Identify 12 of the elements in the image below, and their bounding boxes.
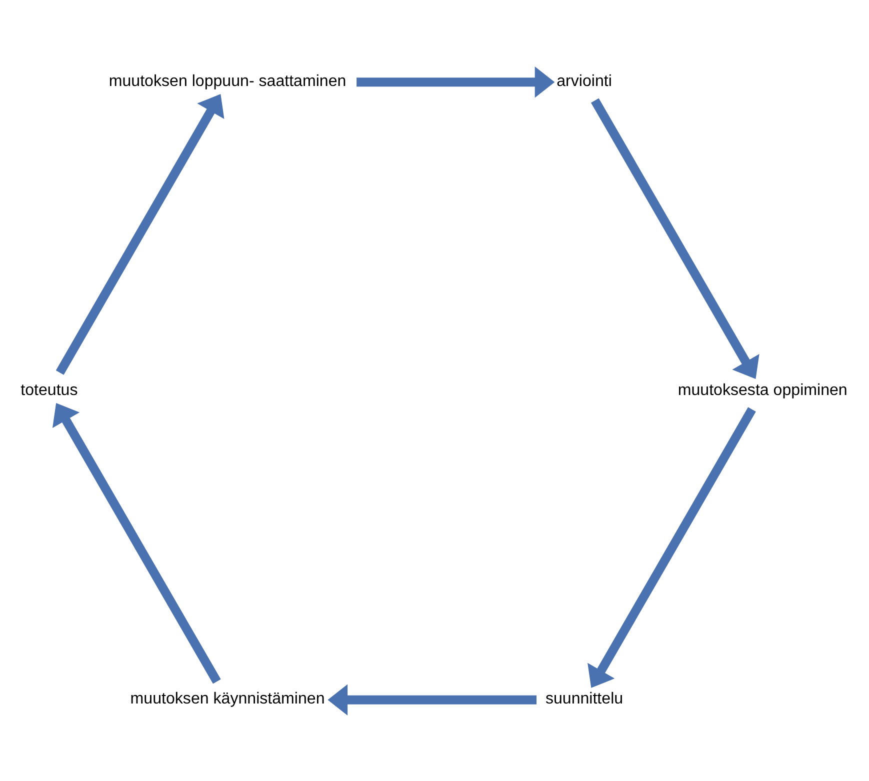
node-text: muutoksen käynnistäminen xyxy=(130,689,325,708)
arrow xyxy=(328,684,537,716)
node-text: muutoksen loppuun- saattaminen xyxy=(108,71,346,90)
node-text: arviointi xyxy=(556,71,612,90)
node-text: muutoksesta oppiminen xyxy=(678,380,848,398)
node-text: suunnittelu xyxy=(545,689,624,708)
arrow xyxy=(590,98,760,379)
node-text: toteutus xyxy=(20,380,78,398)
arrow xyxy=(356,66,555,98)
arrow xyxy=(56,94,224,374)
arrow xyxy=(588,406,756,688)
arrow xyxy=(52,402,221,684)
